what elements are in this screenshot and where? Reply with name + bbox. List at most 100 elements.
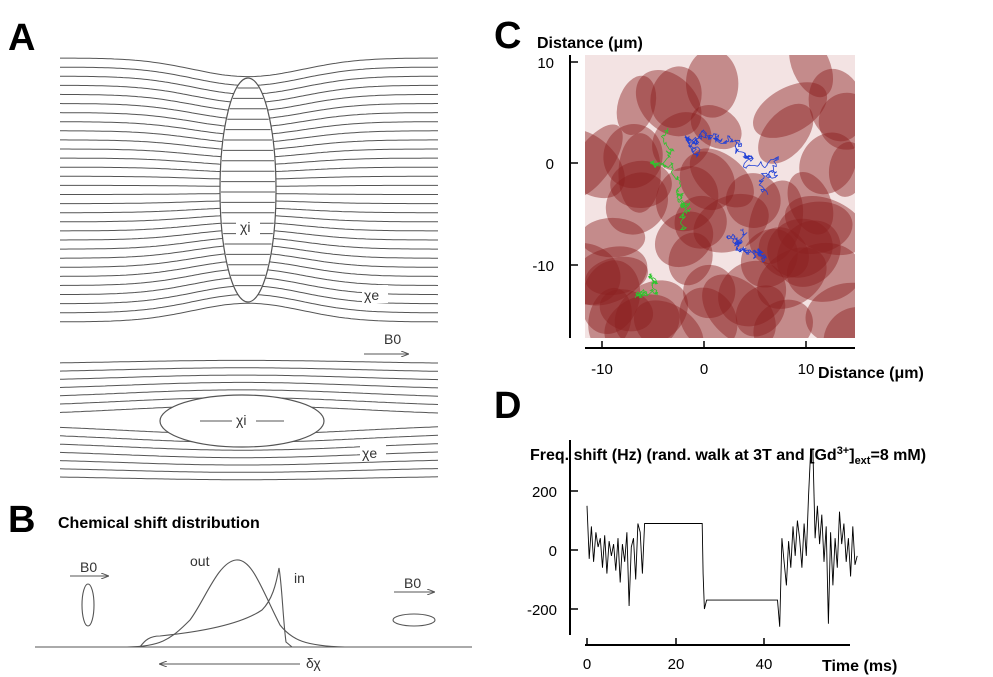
panel-d-y-tick-1: 200 — [532, 484, 557, 501]
cell-ellipse — [585, 124, 623, 199]
cell-ellipse — [787, 171, 834, 235]
panel-a-bottom-chi-i: χi — [236, 412, 246, 428]
cell-ellipse — [689, 148, 754, 208]
random-walk-path — [634, 273, 659, 299]
field-line — [59, 476, 439, 481]
field-line — [59, 374, 439, 381]
cell-ellipse — [799, 132, 855, 195]
cell-ellipse — [674, 195, 727, 249]
cell-ellipse — [614, 280, 688, 338]
cell-ellipse — [604, 294, 680, 338]
panel-c-random-walks — [634, 127, 779, 299]
panel-d-title: Freq. shift (Hz) (rand. walk at 3T and [… — [530, 445, 926, 467]
cell-ellipse — [585, 246, 648, 306]
cell-ellipse — [808, 68, 855, 142]
panel-a-letter: A — [8, 17, 35, 59]
panel-c-y-tick-1: 10 — [537, 55, 554, 72]
panel-b-in-label: in — [294, 570, 305, 586]
cell-ellipse — [753, 82, 828, 138]
cell-ellipse — [784, 196, 855, 256]
panel-d-y-tick-2: 0 — [549, 543, 557, 560]
panel-b-left-b0-label: B0 — [80, 559, 97, 575]
panel-d-x-axis-title: Time (ms) — [822, 658, 897, 675]
field-line — [60, 302, 439, 323]
panel-a-bottom-chi-e: χe — [362, 445, 377, 461]
panel-c-cells — [585, 55, 855, 338]
cell-ellipse — [585, 243, 621, 305]
cell-ellipse — [679, 151, 736, 211]
cell-ellipse — [679, 287, 738, 338]
panel-b-out-label: out — [190, 553, 210, 569]
cell-ellipse — [618, 133, 661, 213]
cell-ellipse — [650, 66, 702, 128]
random-walk-path — [725, 228, 767, 263]
cell-ellipse — [767, 218, 833, 278]
cell-ellipse — [690, 105, 742, 150]
cell-ellipse — [823, 307, 855, 338]
cell-ellipse — [685, 55, 739, 118]
cell-ellipse — [616, 75, 657, 135]
panel-b-horizontal-ellipse — [392, 613, 436, 627]
panel-a-top-label-bg — [236, 218, 260, 236]
panel-d-x-tick-1: 0 — [583, 656, 591, 673]
panel-a-top-chi-i: χi — [240, 219, 250, 235]
panel-c-plot-bg — [585, 55, 855, 338]
panel-c-y-tick-3: -10 — [532, 258, 554, 275]
cell-ellipse — [702, 274, 776, 338]
panel-a-top-chi-e-bg — [362, 285, 388, 303]
field-line — [59, 389, 439, 397]
panel-b-in-curve — [139, 567, 293, 648]
field-line — [59, 381, 439, 389]
cell-ellipse — [635, 70, 702, 137]
panel-a-b0-label: B0 — [384, 331, 401, 347]
cell-ellipse — [828, 141, 855, 197]
panel-c-y-axis-title: Distance (μm) — [537, 35, 643, 52]
panel-d-letter: D — [494, 385, 521, 427]
cell-ellipse — [818, 92, 855, 150]
panel-b-letter: B — [8, 499, 35, 541]
panel-a-top-chi-e: χe — [364, 287, 379, 303]
panel-c-x-tick-1: -10 — [591, 361, 613, 378]
cell-ellipse — [735, 285, 786, 337]
cell-ellipse — [610, 160, 672, 208]
cell-ellipse — [654, 211, 714, 268]
cell-ellipse — [786, 242, 855, 302]
panel-c-x-tick-3: 10 — [798, 361, 815, 378]
cell-ellipse — [753, 299, 813, 338]
cell-ellipse — [585, 128, 625, 199]
cell-ellipse — [655, 166, 719, 232]
panel-b-delta-label: δχ — [306, 655, 321, 671]
cell-ellipse — [585, 260, 641, 335]
panel-a-bottom-chi-e-bg — [360, 443, 386, 461]
panel-b-right-b0-label: B0 — [404, 575, 421, 591]
cell-ellipse — [588, 287, 632, 338]
panel-c-x-tick-2: 0 — [700, 361, 708, 378]
cell-ellipse — [757, 247, 827, 309]
cell-ellipse — [693, 193, 769, 253]
cell-ellipse — [718, 260, 787, 327]
cell-ellipse — [776, 220, 841, 287]
panel-c-x-axis-title: Distance (μm) — [818, 365, 924, 382]
panel-b-title: Chemical shift distribution — [58, 515, 260, 532]
random-walk-path — [649, 127, 692, 231]
cell-ellipse — [585, 256, 649, 296]
random-walk-path — [684, 129, 779, 195]
panel-d-y-tick-3: -200 — [527, 602, 557, 619]
cell-ellipse — [740, 228, 798, 288]
panel-c-y-tick-2: 0 — [546, 156, 554, 173]
cell-ellipse — [633, 300, 704, 338]
cell-ellipse — [603, 124, 663, 189]
panel-d-trace — [586, 449, 858, 627]
cell-ellipse — [668, 232, 713, 286]
cell-ellipse — [725, 173, 781, 228]
cell-ellipse — [758, 227, 809, 278]
panel-c-letter: C — [494, 15, 521, 57]
cell-ellipse — [748, 180, 804, 265]
field-line — [59, 359, 438, 364]
panel-b-out-curve — [124, 559, 346, 648]
panel-a-top-inner-lines — [221, 87, 275, 287]
field-line — [59, 468, 438, 473]
cell-ellipse — [599, 289, 654, 332]
field-line — [59, 459, 439, 466]
